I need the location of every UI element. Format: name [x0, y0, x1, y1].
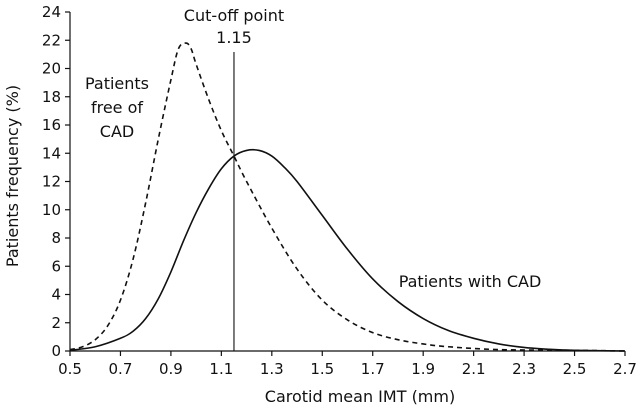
x-axis-label: Carotid mean IMT (mm): [265, 387, 455, 406]
y-tick-label: 18: [42, 88, 61, 106]
x-tick-label: 2.5: [563, 360, 587, 378]
y-tick-label: 22: [42, 31, 61, 49]
y-tick-label: 20: [42, 60, 61, 78]
series-label: Patients: [85, 74, 149, 93]
series-label: Patients with CAD: [399, 272, 542, 291]
y-tick-label: 6: [51, 257, 61, 275]
x-tick-label: 1.3: [260, 360, 284, 378]
x-ticks: 0.5 0.7 0.9 1.1 1.3 1.5 1.7 1.9 2.1 2.3 2.5 2.7: [58, 351, 637, 378]
y-tick-label: 16: [42, 116, 61, 134]
series-line-free-of-cad: [69, 42, 626, 352]
y-tick-label: 8: [51, 229, 61, 247]
curves: [69, 42, 626, 352]
y-tick-label: 2: [51, 314, 61, 332]
x-tick-label: 0.5: [58, 360, 82, 378]
annotations: Patients free of CAD Patients with CAD Cut-o…: [85, 6, 541, 351]
y-axis-label: Patients frequency (%): [3, 85, 22, 267]
x-tick-label: 0.9: [159, 360, 183, 378]
series-label: CAD: [100, 122, 134, 141]
x-tick-label: 2.1: [462, 360, 486, 378]
x-tick-label: 1.5: [310, 360, 334, 378]
cutoff-value: 1.15: [216, 28, 252, 47]
x-tick-label: 2.3: [512, 360, 536, 378]
y-tick-label: 12: [42, 173, 61, 191]
x-tick-label: 1.7: [361, 360, 385, 378]
y-tick-label: 4: [51, 286, 61, 304]
x-tick-label: 2.7: [613, 360, 637, 378]
y-tick-label: 24: [42, 3, 61, 21]
y-tick-label: 14: [42, 144, 61, 162]
series-line-with-cad: [69, 148, 626, 352]
cutoff-label: Cut-off point: [184, 6, 284, 25]
y-tick-label: 0: [51, 342, 61, 360]
axes: [69, 12, 625, 352]
x-tick-label: 1.9: [411, 360, 435, 378]
x-tick-label: 1.1: [209, 360, 233, 378]
x-tick-label: 0.7: [109, 360, 133, 378]
y-tick-label: 10: [42, 201, 61, 219]
series-label: free of: [91, 98, 143, 117]
